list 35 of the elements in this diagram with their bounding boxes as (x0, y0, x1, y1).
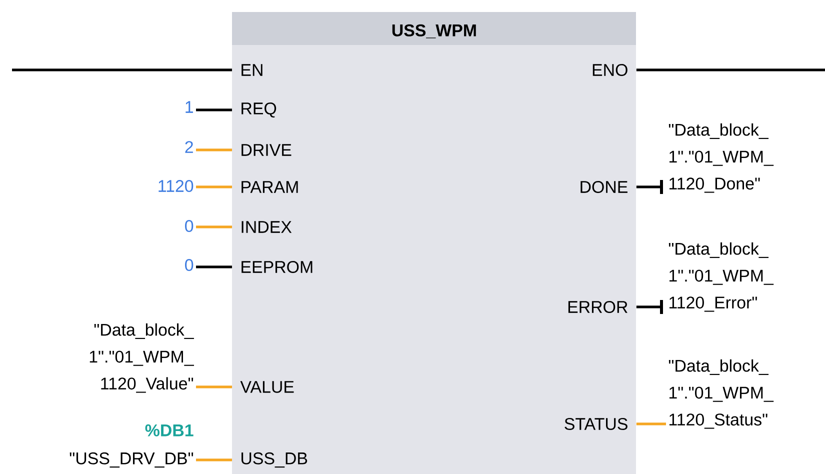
connection-line (12, 68, 232, 72)
operand-label: 0 (185, 220, 194, 232)
connection-line (636, 68, 825, 72)
connection-line (196, 266, 232, 268)
pin-label: INDEX (242, 221, 292, 233)
connection-line (196, 226, 232, 228)
operand-label: 0 (185, 259, 194, 271)
connection-line (196, 458, 232, 462)
connection-line (196, 186, 232, 188)
pin-label: ERROR (568, 301, 628, 313)
connection-line (196, 108, 232, 112)
pin-label: DRIVE (242, 144, 292, 156)
connection-line (196, 386, 232, 388)
pin-label: ENO (592, 64, 628, 76)
operand-label: "Data_block_ 1"."01_WPM_ 1120_Done" (668, 123, 774, 193)
pin-label: EN (242, 64, 262, 76)
pin-label: DONE (580, 181, 628, 193)
operand-label: "USS_DRV_DB" (70, 452, 194, 468)
operand-label: "Data_block_ 1"."01_WPM_ 1120_Status" (668, 359, 774, 429)
operand-label: 1 (186, 101, 193, 113)
connection-line (636, 180, 663, 194)
connection-line (196, 148, 232, 152)
operand-label: "Data_block_ 1"."01_WPM_ 1120_Value" (90, 323, 194, 393)
pin-label: VALUE (240, 381, 294, 393)
operand-label: 1120 (158, 180, 194, 192)
pin-label: USS_DB (242, 452, 308, 468)
operand-label: "Data_block_ 1"."01_WPM_ 1120_Error" (668, 242, 774, 312)
pin-label: PARAM (242, 181, 298, 193)
pin-label: STATUS (564, 418, 628, 430)
address-label: %DB1 (145, 424, 194, 436)
pin-label: REQ (242, 102, 276, 118)
connection-line (636, 300, 663, 314)
connection-line (636, 422, 666, 426)
operand-label: 2 (185, 141, 193, 153)
pin-label: EEPROM (242, 261, 312, 273)
